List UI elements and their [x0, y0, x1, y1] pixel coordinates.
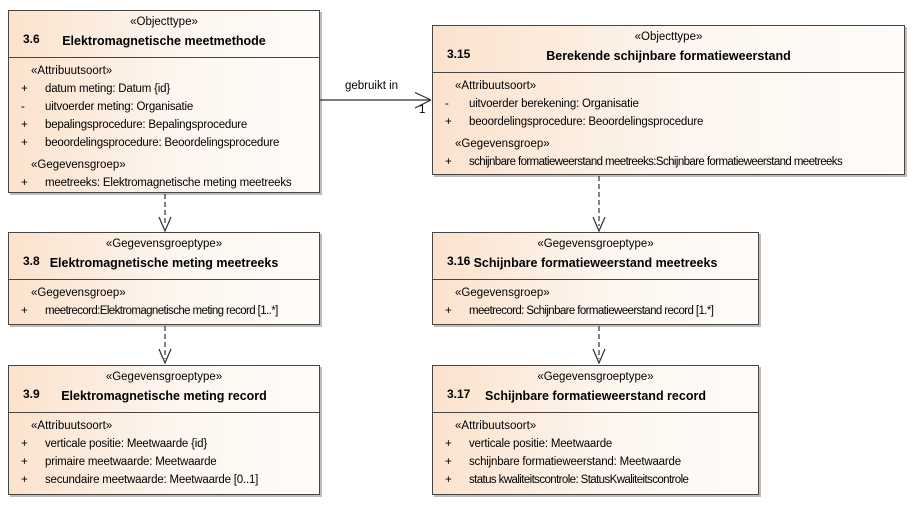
- stereotype-label: «Gegevensgroeptype»: [537, 238, 654, 250]
- visibility-marker: +: [21, 137, 28, 149]
- attribute-text: meetrecord: Schijnbare formatieweerstand…: [469, 305, 714, 317]
- attribute-row: + meetrecord:Elektromagnetische meting r…: [21, 304, 319, 319]
- box-title: Berekende schijnbare formatieweerstand: [546, 49, 791, 63]
- association-multiplicity: 1: [419, 104, 426, 116]
- uml-box-schijnbare-formatieweerstand-meetreeks[interactable]: «Gegevensgroeptype» 3.16 Schijnbare form…: [432, 232, 759, 325]
- visibility-marker: +: [21, 438, 28, 450]
- attribute-row: + meetreeks: Elektromagnetische meting m…: [21, 176, 319, 191]
- attribute-text: meetreeks: Elektromagnetische meting mee…: [45, 177, 292, 189]
- visibility-marker: -: [445, 98, 449, 110]
- visibility-marker: +: [21, 177, 28, 189]
- box-id: 3.15: [447, 47, 471, 61]
- visibility-marker: +: [21, 119, 28, 131]
- box-title: Elektromagnetische meting meetreeks: [49, 256, 279, 270]
- uml-box-schijnbare-formatieweerstand-record[interactable]: «Gegevensgroeptype» 3.17 Schijnbare form…: [432, 365, 759, 495]
- section-header: «Gegevensgroep»: [455, 138, 550, 150]
- stereotype-label: «Gegevensgroeptype»: [537, 371, 654, 383]
- box-id: 3.17: [447, 387, 471, 401]
- visibility-marker: +: [445, 116, 452, 128]
- visibility-marker: +: [21, 83, 28, 95]
- box-id: 3.9: [23, 387, 40, 401]
- box-header: «Gegevensgroeptype» 3.9 Elektromagnetisc…: [9, 366, 319, 413]
- association-arrow: [320, 91, 432, 109]
- attribute-row: + verticale positie: Meetwaarde: [445, 437, 758, 452]
- box-body: «Attribuutsoort» + datum meting: Datum {…: [9, 58, 319, 194]
- section-header: «Attribuutsoort»: [31, 65, 113, 77]
- visibility-marker: -: [21, 101, 25, 113]
- attribute-row: + schijnbare formatieweerstand: Meetwaar…: [445, 455, 758, 470]
- attribute-text: primaire meetwaarde: Meetwaarde: [45, 456, 217, 468]
- visibility-marker: +: [445, 474, 452, 486]
- box-title: Elektromagnetische meting record: [61, 389, 267, 403]
- attribute-text: meetrecord:Elektromagnetische meting rec…: [45, 305, 278, 317]
- uml-box-berekende-schijnbare-formatieweerstand[interactable]: «Objecttype» 3.15 Berekende schijnbare f…: [432, 25, 905, 175]
- visibility-marker: +: [21, 474, 28, 486]
- attribute-row: + beoordelingsprocedure: Beoordelingspro…: [21, 136, 319, 151]
- attribute-text: beoordelingsprocedure: Beoordelingsproce…: [469, 116, 704, 128]
- stereotype-label: «Gegevensgroeptype»: [105, 238, 223, 250]
- attribute-row: + secundaire meetwaarde: Meetwaarde [0..…: [21, 473, 319, 488]
- section-header: «Attribuutsoort»: [31, 420, 113, 432]
- attribute-row: + primaire meetwaarde: Meetwaarde: [21, 455, 319, 470]
- attribute-row: + beoordelingsprocedure: Beoordelingspro…: [445, 115, 904, 130]
- section-header: «Attribuutsoort»: [455, 420, 537, 432]
- section-header: «Gegevensgroep»: [455, 287, 550, 299]
- attribute-text: uitvoerder meting: Organisatie: [45, 101, 194, 113]
- uml-box-elektromagnetische-meting-record[interactable]: «Gegevensgroeptype» 3.9 Elektromagnetisc…: [8, 365, 320, 495]
- box-body: «Attribuutsoort» - uitvoerder berekening…: [433, 73, 904, 173]
- box-header: «Objecttype» 3.15 Berekende schijnbare f…: [433, 26, 904, 73]
- attribute-text: datum meting: Datum {id}: [45, 83, 170, 95]
- attribute-row: + datum meting: Datum {id}: [21, 82, 319, 97]
- visibility-marker: +: [445, 305, 452, 317]
- stereotype-label: «Objecttype»: [634, 31, 703, 43]
- attribute-text: status kwaliteitscontrole: StatusKwalite…: [469, 474, 689, 486]
- attribute-text: schijnbare formatieweerstand: Meetwaarde: [469, 456, 681, 468]
- box-body: «Gegevensgroep» + meetrecord: Schijnbare…: [433, 280, 758, 322]
- attribute-text: bepalingsprocedure: Bepalingsprocedure: [45, 119, 248, 131]
- box-body: «Attribuutsoort» + verticale positie: Me…: [433, 413, 758, 491]
- visibility-marker: +: [445, 438, 452, 450]
- attribute-text: schijnbare formatieweerstand meetreeks:S…: [469, 156, 843, 168]
- box-header: «Objecttype» 3.6 Elektromagnetische meet…: [9, 11, 319, 58]
- box-id: 3.16: [447, 254, 471, 268]
- box-id: 3.8: [23, 254, 40, 268]
- attribute-row: - uitvoerder meting: Organisatie: [21, 100, 319, 115]
- box-header: «Gegevensgroeptype» 3.17 Schijnbare form…: [433, 366, 758, 413]
- section-header: «Attribuutsoort»: [455, 80, 537, 92]
- visibility-marker: +: [445, 156, 452, 168]
- uml-box-elektromagnetische-meting-meetreeks[interactable]: «Gegevensgroeptype» 3.8 Elektromagnetisc…: [8, 232, 320, 325]
- stereotype-label: «Gegevensgroeptype»: [105, 371, 223, 383]
- association-label: gebruikt in: [345, 80, 399, 92]
- attribute-text: uitvoerder berekening: Organisatie: [469, 98, 639, 110]
- section-header: «Gegevensgroep»: [31, 287, 126, 299]
- attribute-row: + meetrecord: Schijnbare formatieweersta…: [445, 304, 758, 319]
- stereotype-label: «Objecttype»: [130, 16, 198, 28]
- attribute-row: + status kwaliteitscontrole: StatusKwali…: [445, 473, 758, 488]
- box-id: 3.6: [23, 32, 40, 46]
- uml-box-elektromagnetische-meetmethode[interactable]: «Objecttype» 3.6 Elektromagnetische meet…: [8, 10, 320, 193]
- attribute-text: beoordelingsprocedure: Beoordelingsproce…: [45, 137, 280, 149]
- box-body: «Gegevensgroep» + meetrecord:Elektromagn…: [9, 280, 319, 322]
- box-title: Schijnbare formatieweerstand meetreeks: [473, 256, 718, 270]
- box-title: Schijnbare formatieweerstand record: [485, 389, 706, 403]
- visibility-marker: +: [445, 456, 452, 468]
- box-header: «Gegevensgroeptype» 3.16 Schijnbare form…: [433, 233, 758, 280]
- attribute-row: + bepalingsprocedure: Bepalingsprocedure: [21, 118, 319, 133]
- visibility-marker: +: [21, 305, 28, 317]
- box-title: Elektromagnetische meetmethode: [62, 34, 266, 48]
- visibility-marker: +: [21, 456, 28, 468]
- attribute-text: verticale positie: Meetwaarde {id}: [45, 438, 207, 450]
- box-body: «Attribuutsoort» + verticale positie: Me…: [9, 413, 319, 491]
- section-header: «Gegevensgroep»: [31, 159, 126, 171]
- attribute-row: + verticale positie: Meetwaarde {id}: [21, 437, 319, 452]
- attribute-text: secundaire meetwaarde: Meetwaarde [0..1]: [45, 474, 259, 486]
- attribute-text: verticale positie: Meetwaarde: [469, 438, 613, 450]
- attribute-row: + schijnbare formatieweerstand meetreeks…: [445, 155, 904, 170]
- attribute-row: - uitvoerder berekening: Organisatie: [445, 97, 904, 112]
- box-header: «Gegevensgroeptype» 3.8 Elektromagnetisc…: [9, 233, 319, 280]
